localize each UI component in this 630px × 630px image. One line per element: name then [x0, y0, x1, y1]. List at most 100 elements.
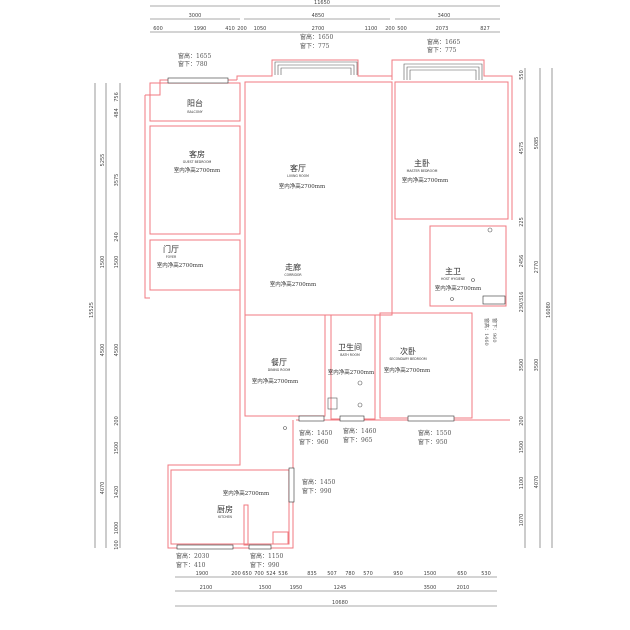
dim-label: 4850	[312, 13, 325, 19]
room-name: 卫生间	[338, 342, 362, 352]
room-name-en: HOST HYGIENE	[441, 277, 465, 281]
dim-right-total: 16080	[546, 302, 552, 318]
dim-label: 700	[254, 571, 264, 577]
dim-label: 5255	[100, 154, 106, 167]
dim-label: 200	[114, 416, 120, 426]
dim-label: 950	[393, 571, 403, 577]
dim-label: 600	[153, 26, 163, 32]
bay-window	[403, 63, 483, 80]
dim-label: 2700	[312, 26, 325, 32]
dim-label: 1500	[100, 256, 106, 269]
room-master-bedroom: 主卧 MASTER BEDROOM 室内净高2700mm	[402, 158, 449, 184]
dim-label: 1950	[290, 585, 303, 591]
dim-left-total: 15525	[89, 302, 95, 318]
room-corridor: 走廊 CORRIDOR 室内净高2700mm	[270, 262, 317, 288]
floor-drain-icon	[357, 380, 363, 386]
dim-label: 4500	[100, 344, 106, 357]
dim-label: 2010	[457, 585, 470, 591]
ceiling-height: 室内净高2700mm	[223, 489, 270, 497]
dim-label: 1000	[114, 522, 120, 535]
ceiling-height: 室内净高2700mm	[157, 261, 204, 269]
window-sill: 窗下：960	[299, 438, 329, 446]
dim-label: 756	[114, 92, 120, 102]
dim-label: 1100	[519, 477, 525, 490]
dim-label: 500	[397, 26, 407, 32]
pipe-icon	[283, 426, 287, 430]
dim-label: 3500	[519, 359, 525, 372]
room-name-en: BALCONY	[187, 110, 202, 114]
dim-label: 100	[114, 540, 120, 550]
dim-label: 4070	[100, 482, 106, 495]
window-height: 窗高：1460	[343, 427, 376, 435]
dim-label: 536	[278, 571, 288, 577]
room-name: 走廊	[285, 262, 301, 272]
pipe-icon	[487, 227, 493, 233]
dim-label: 4575	[519, 142, 525, 155]
window	[339, 415, 365, 422]
room-name-en: MASTER BEDROOM	[407, 169, 438, 173]
room-name-en: CORRIDOR	[284, 273, 302, 277]
window-sill: 窗下：965	[343, 436, 373, 444]
dim-label: 484	[114, 108, 120, 118]
dim-label: 200	[385, 26, 395, 32]
ceiling-height: 室内净高2700mm	[174, 166, 221, 174]
dim-label: 1420	[114, 486, 120, 499]
windows	[167, 61, 506, 550]
window-sill: 窗下：990	[302, 487, 332, 495]
room-host-hygiene: 主卫 HOST HYGIENE 室内净高2700mm	[435, 266, 482, 292]
dimension-labels: 11650 3000 4850 3400 600 1990 410 200 10…	[89, 0, 552, 606]
dim-label: 1500	[519, 441, 525, 454]
dim-label: 524	[266, 571, 276, 577]
dim-label: 1500	[114, 256, 120, 269]
dim-label: 230/316	[519, 292, 525, 313]
window-notes: 窗高：1655 窗下：780 窗高：1650 窗下：775 窗高：1665 窗下…	[176, 33, 498, 569]
dim-label: 1100	[365, 26, 378, 32]
dim-label: 3400	[438, 13, 451, 19]
window-sill: 窗下：775	[427, 46, 457, 54]
window-sill: 窗下：775	[300, 42, 330, 50]
window	[248, 544, 272, 550]
dim-label: 530	[481, 571, 491, 577]
window-height: 窗高：1550	[418, 429, 451, 437]
dim-label: 1070	[519, 514, 525, 527]
room-guest-bedroom: 客房 GUEST BEDROOM 室内净高2700mm	[174, 149, 221, 174]
dim-label: 780	[345, 571, 355, 577]
dim-label: 4070	[534, 476, 540, 489]
room-balcony: 阳台 BALCONY	[187, 98, 203, 114]
room-secondary-bedroom: 次卧 SECONDARY BEDROOM 室内净高2700mm	[384, 346, 431, 374]
dim-label: 835	[307, 571, 317, 577]
window-height: 窗高：1665	[427, 38, 460, 46]
dim-label: 2073	[436, 26, 449, 32]
room-name-en: FOYER	[166, 255, 177, 259]
dim-label: 5085	[534, 137, 540, 150]
window	[298, 415, 325, 422]
dim-label: 1900	[196, 571, 209, 577]
dim-label: 1990	[194, 26, 207, 32]
room-foyer: 门厅 FOYER 室内净高2700mm	[157, 244, 204, 269]
window-height: 窗高：1450	[302, 478, 335, 486]
room-name-en: SECONDARY BEDROOM	[389, 357, 427, 361]
ceiling-height: 室内净高2700mm	[435, 284, 482, 292]
ceiling-height: 室内净高2700mm	[384, 366, 431, 374]
dim-label: 3500	[424, 585, 437, 591]
ceiling-height: 室内净高2700mm	[402, 176, 449, 184]
window-sill: 窗下：950	[418, 438, 448, 446]
dim-label: 410	[225, 26, 235, 32]
dim-label: 240	[114, 232, 120, 242]
dim-label: 550	[519, 70, 525, 80]
window	[288, 467, 295, 503]
window	[407, 415, 455, 422]
window-sill: 窗下：990	[250, 561, 280, 569]
room-name: 主卫	[445, 266, 461, 276]
window-height: 窗高：1655	[178, 52, 211, 60]
floor-drain-icon	[357, 402, 363, 408]
window-height: 窗高：1650	[300, 33, 333, 41]
floor-drain-icon	[471, 278, 475, 282]
room-name: 客房	[189, 149, 205, 159]
room-name: 次卧	[400, 346, 416, 356]
room-kitchen: 室内净高2700mm 厨房 KITCHEN	[217, 489, 270, 519]
dimension-lines	[94, 5, 553, 607]
dim-label: 200	[519, 416, 525, 426]
window	[176, 544, 234, 550]
